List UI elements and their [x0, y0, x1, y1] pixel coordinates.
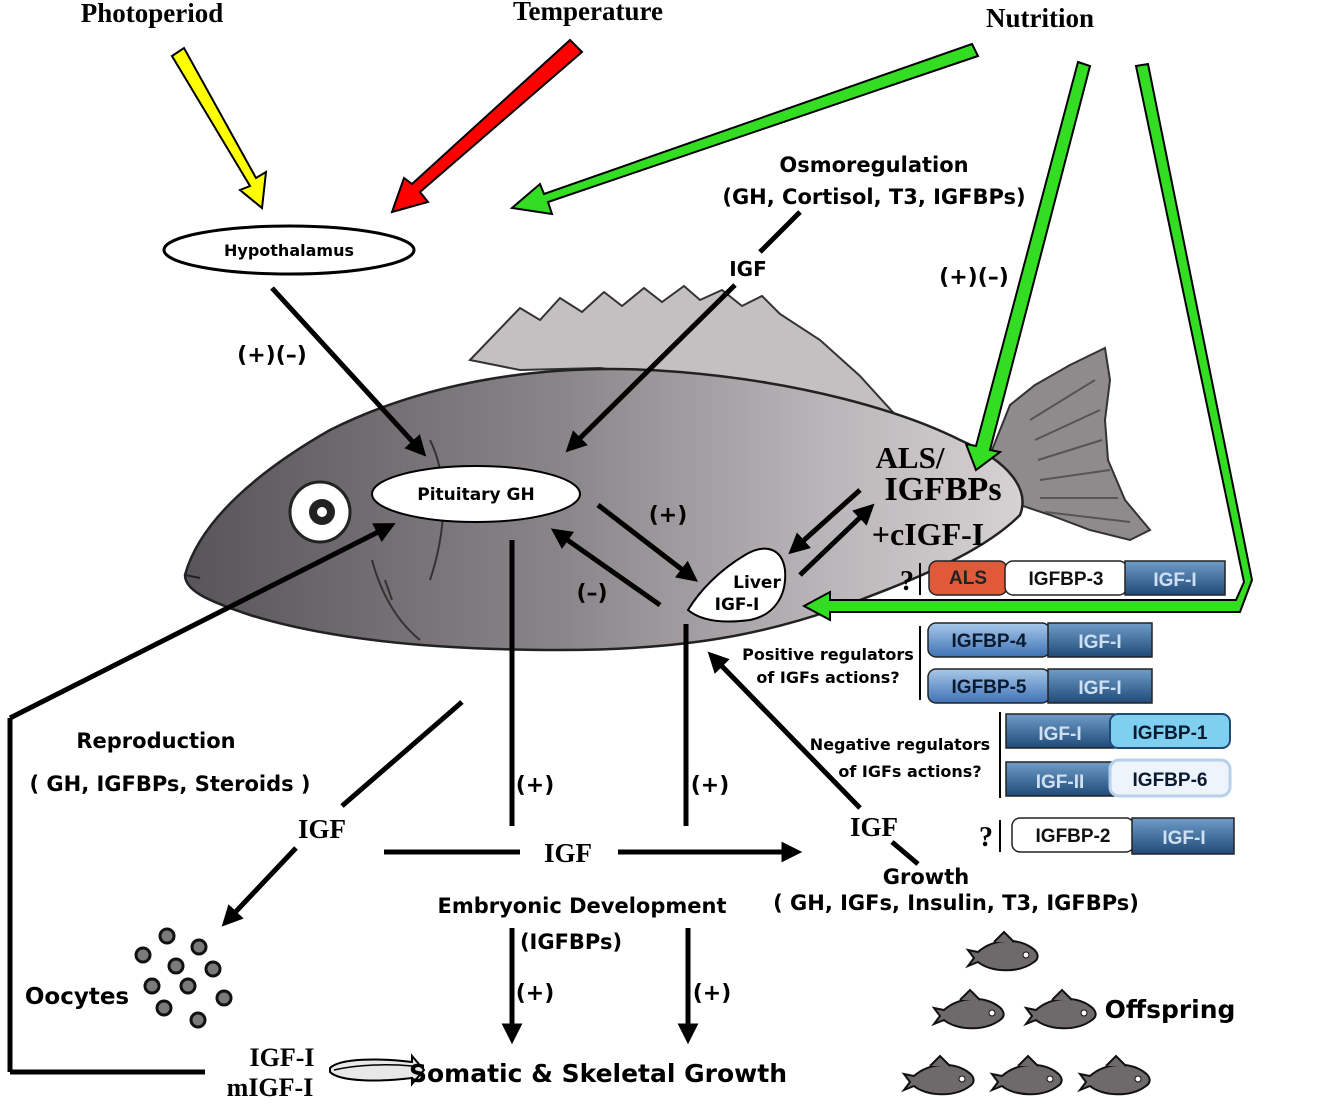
als-box-label: ALS: [949, 568, 987, 589]
embryonic-right-sign: (+): [693, 981, 732, 1006]
pituitary-liver-sign: (+): [649, 503, 688, 528]
somatic-growth-label: Somatic & Skeletal Growth: [409, 1059, 787, 1088]
photoperiod-label: Photoperiod: [81, 0, 224, 28]
ternary-question-mark: ?: [900, 566, 914, 597]
igf1-bp4-label: IGF-I: [1078, 632, 1121, 653]
autocrine-loop-arrow: [329, 1053, 426, 1087]
igf1-ternary-label: IGF-I: [1153, 570, 1196, 591]
igfbp4-complex: IGFBP-4 IGF-I: [927, 622, 1153, 658]
igf1-bp2-label: IGF-I: [1162, 828, 1205, 849]
migf-i-label: mIGF-I: [227, 1073, 314, 1102]
pituitary-igf-sign: (+): [516, 773, 555, 798]
offspring-fish-group: [901, 930, 1151, 1096]
igf2-bp6-label: IGF-II: [1036, 772, 1085, 793]
osmoregulation-title: Osmoregulation: [779, 153, 968, 177]
liver-node: [686, 547, 787, 623]
nutrition-arrow-liver: [801, 62, 1254, 622]
photoperiod-arrow: [170, 46, 268, 210]
igfbp6-complex: IGF-II IGFBP-6: [1005, 758, 1232, 798]
igfbp3-box-label: IGFBP-3: [1029, 569, 1104, 590]
pituitary-label: Pituitary GH: [417, 485, 535, 505]
offspring-fish-icon: [965, 930, 1039, 972]
igf-label-center: IGF: [544, 838, 592, 868]
embryonic-left-sign: (+): [516, 981, 555, 1006]
positive-regulators-line1: Positive regulators: [742, 645, 914, 664]
liver-igf-label: IGF-I: [715, 595, 760, 615]
hypothalamus-regulation-sign: (+)(–): [237, 343, 307, 368]
growth-factors: ( GH, IGFs, Insulin, T3, IGFBPs): [773, 891, 1139, 915]
igf-label-reproduction: IGF: [298, 814, 346, 844]
liver-igf-sign: (+): [691, 773, 730, 798]
pituitary-arrows: [8, 283, 875, 721]
liver-pituitary-sign: (–): [576, 581, 607, 606]
reproduction-factors: ( GH, IGFBPs, Steroids ): [29, 772, 310, 796]
igfbp4-label: IGFBP-4: [952, 631, 1027, 652]
igfbp5-complex: IGFBP-5 IGF-I: [927, 668, 1153, 704]
negative-regulators-line2: of IGFs actions?: [838, 762, 981, 781]
lower-flow-lines: [7, 540, 920, 1075]
igf1-bp5-label: IGF-I: [1078, 678, 1121, 699]
oocytes-cluster: [134, 927, 233, 1029]
reproduction-title: Reproduction: [76, 729, 235, 753]
offspring-fish-icon: [1023, 988, 1097, 1030]
ternary-complex: ? ALS IGFBP-3 IGF-I: [900, 560, 1226, 597]
offspring-fish-icon: [989, 1054, 1063, 1096]
igfbp2-complex: ? IGFBP-2 IGF-I: [979, 817, 1235, 855]
igfbp2-label: IGFBP-2: [1036, 826, 1111, 847]
igfbps-label: IGFBPs: [884, 471, 1001, 508]
igfbp1-label: IGFBP-1: [1133, 723, 1208, 744]
hypothalamus-label: Hypothalamus: [224, 241, 354, 260]
nutrition-regulation-sign: (+)(–): [939, 265, 1009, 290]
osmoregulation-link: [758, 210, 802, 254]
negative-regulators-line1: Negative regulators: [810, 735, 990, 754]
osmoregulation-factors: (GH, Cortisol, T3, IGFBPs): [722, 185, 1025, 209]
circulating-igf-label: +cIGF-I: [872, 516, 984, 552]
offspring-label: Offspring: [1105, 995, 1236, 1024]
growth-title: Growth: [883, 865, 969, 889]
nutrition-arrow-als: [964, 60, 1092, 472]
igfbp6-label: IGFBP-6: [1133, 770, 1208, 791]
hypothalamus-node: [162, 224, 416, 276]
nutrition-arrow-hypothalamus: [509, 42, 980, 216]
liver-label: Liver: [733, 573, 781, 593]
oocytes-label: Oocytes: [25, 984, 129, 1010]
igfbp2-question-mark: ?: [979, 822, 993, 853]
temperature-label: Temperature: [513, 0, 663, 26]
igf-i-label: IGF-I: [250, 1043, 315, 1072]
offspring-fish-icon: [901, 1054, 975, 1096]
igf1-bp1-label: IGF-I: [1038, 724, 1081, 745]
nutrition-label: Nutrition: [986, 3, 1094, 33]
igf1-box-ternary: [1124, 560, 1226, 596]
igf-label-osmo: IGF: [729, 257, 767, 281]
pituitary-node: [371, 465, 581, 523]
embryonic-title: Embryonic Development: [437, 894, 726, 918]
positive-regulators-line2: of IGFs actions?: [756, 668, 899, 687]
temperature-arrow: [390, 38, 584, 214]
offspring-fish-icon: [1077, 1054, 1151, 1096]
embryonic-factors: (IGFBPs): [520, 930, 622, 954]
als-label: ALS/: [876, 440, 945, 475]
igf-label-growth: IGF: [850, 812, 898, 842]
igfbp5-label: IGFBP-5: [952, 677, 1027, 698]
igfbp1-complex: IGF-I IGFBP-1: [1005, 713, 1231, 749]
offspring-fish-icon: [931, 988, 1005, 1030]
